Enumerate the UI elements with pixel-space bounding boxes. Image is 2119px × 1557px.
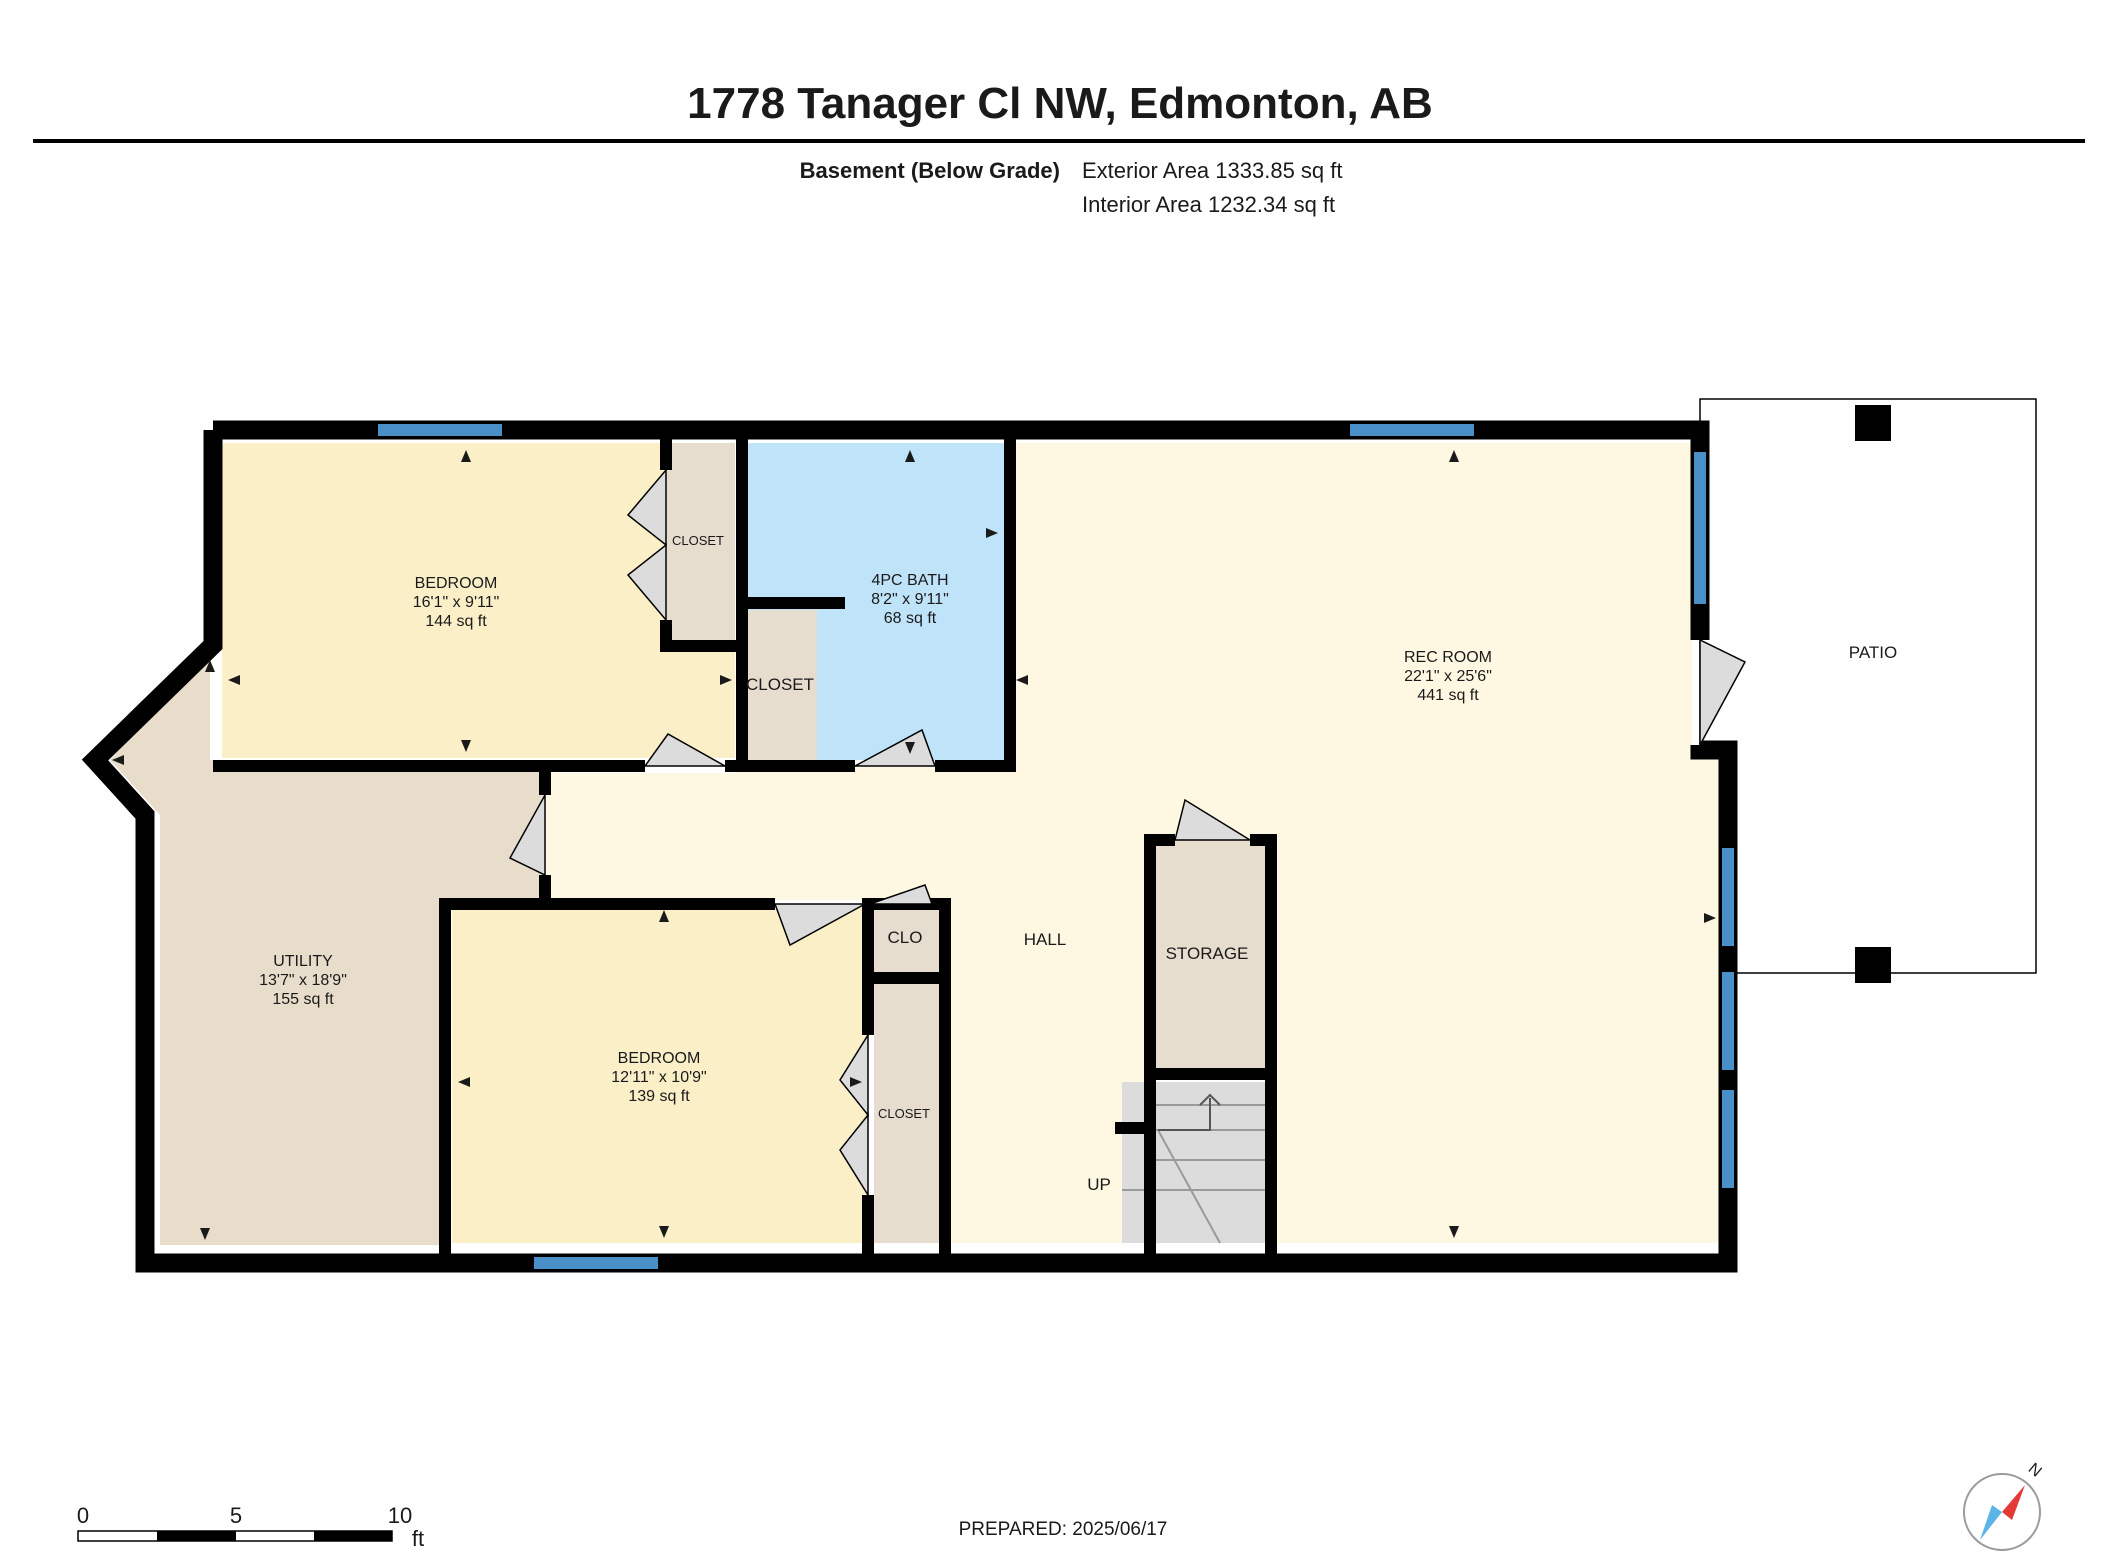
window	[1722, 848, 1734, 946]
bedroom-2-area: 139 sq ft	[628, 1088, 690, 1105]
scale-tick-5: 5	[230, 1503, 242, 1528]
interior-area: Interior Area 1232.34 sq ft	[1082, 192, 1335, 217]
bath-area: 68 sq ft	[884, 610, 937, 627]
closet-3-name: CLOSET	[878, 1106, 930, 1121]
window	[1722, 1090, 1734, 1188]
utility-floor	[110, 650, 545, 1245]
storage-name: STORAGE	[1166, 944, 1249, 963]
windows	[378, 424, 1734, 1269]
level-label: Basement (Below Grade)	[800, 158, 1060, 183]
bedroom-2-dims: 12'11" x 10'9"	[611, 1069, 706, 1086]
page-title: 1778 Tanager Cl NW, Edmonton, AB	[687, 79, 1433, 128]
utility-dims: 13'7" x 18'9"	[259, 972, 347, 989]
compass-north-label: N	[2025, 1460, 2045, 1480]
scale-tick-10: 10	[388, 1503, 412, 1528]
patio-name: PATIO	[1849, 643, 1898, 662]
prepared-date: PREPARED: 2025/06/17	[959, 1519, 1168, 1540]
window	[378, 424, 502, 436]
window	[1722, 972, 1734, 1070]
patio-post	[1855, 947, 1891, 983]
bedroom-2-floor	[452, 904, 867, 1243]
stair-treads	[1122, 1093, 1265, 1244]
doors	[508, 467, 1747, 1198]
rec-room-dims: 22'1" x 25'6"	[1404, 668, 1492, 685]
exterior-area: Exterior Area 1333.85 sq ft	[1082, 158, 1343, 183]
scale-tick-0: 0	[77, 1503, 89, 1528]
storage-floor	[1155, 840, 1265, 1068]
bath-name: 4PC BATH	[871, 572, 948, 589]
window	[1350, 424, 1474, 436]
stairs-floor	[1122, 1082, 1265, 1243]
dimension-arrows	[112, 450, 1716, 1240]
interior-walls	[213, 436, 1277, 1263]
room-labels: BEDROOM 16'1" x 9'11" 144 sq ft CLOSET 4…	[259, 533, 1897, 1194]
scale-bar: 0 5 10 ft	[77, 1503, 424, 1551]
title-rule	[33, 139, 2085, 143]
window	[1694, 452, 1706, 604]
stairs-up-label: UP	[1087, 1175, 1111, 1194]
scale-unit: ft	[412, 1526, 424, 1551]
bedroom-1-name: BEDROOM	[415, 575, 498, 592]
clo-floor	[874, 904, 939, 972]
patio-post	[1855, 405, 1891, 441]
bedroom-2-name: BEDROOM	[618, 1050, 701, 1067]
bath-dims: 8'2" x 9'11"	[871, 591, 949, 608]
utility-area: 155 sq ft	[272, 991, 334, 1008]
bedroom-1-area: 144 sq ft	[425, 613, 487, 630]
closet-2-floor	[742, 610, 817, 760]
bedroom-1-dims: 16'1" x 9'11"	[413, 594, 500, 611]
rec-room-area: 441 sq ft	[1417, 687, 1479, 704]
closet-1-name: CLOSET	[672, 533, 724, 548]
rec-room-name: REC ROOM	[1404, 649, 1492, 666]
closet-2-name: CLOSET	[746, 675, 814, 694]
closet-3-floor	[874, 982, 939, 1243]
closet-1-floor	[665, 443, 735, 640]
clo-name: CLO	[888, 928, 923, 947]
compass-icon: N	[1963, 1460, 2045, 1551]
window	[534, 1257, 658, 1269]
hall-name: HALL	[1024, 930, 1067, 949]
patio	[1699, 398, 2037, 974]
rec-room-floor	[545, 443, 1720, 1243]
utility-name: UTILITY	[273, 953, 333, 970]
